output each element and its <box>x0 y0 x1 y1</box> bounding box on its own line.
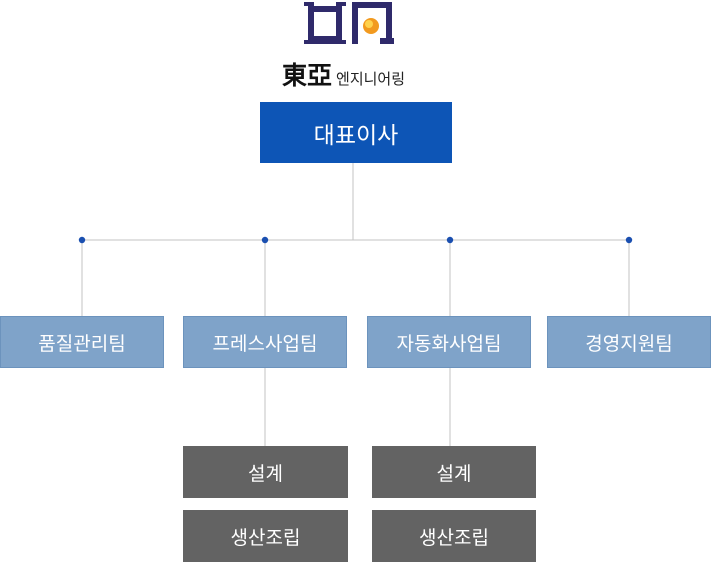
company-name: 東亞 엔지니어링 <box>282 56 442 90</box>
press-sub-box-assembly: 생산조립 <box>183 510 348 562</box>
team-label: 품질관리팀 <box>38 332 126 355</box>
sub-unit-label: 생산조립 <box>230 526 301 549</box>
automation-sub-box-assembly: 생산조립 <box>372 510 536 562</box>
node-dot-4 <box>625 236 633 244</box>
company-logo-mark <box>304 2 394 44</box>
team-label: 경영지원팀 <box>585 332 673 355</box>
team-label: 프레스사업팀 <box>212 332 318 355</box>
team-box-automation: 자동화사업팀 <box>367 316 531 368</box>
team-box-management: 경영지원팀 <box>547 316 711 368</box>
ceo-label: 대표이사 <box>313 122 399 149</box>
sub-unit-label: 생산조립 <box>419 526 489 549</box>
team-label: 자동화사업팀 <box>396 332 502 355</box>
sub-unit-label: 설계 <box>248 462 283 485</box>
automation-sub-box-design: 설계 <box>372 446 536 498</box>
ceo-box: 대표이사 <box>260 102 452 163</box>
team-box-quality: 품질관리팀 <box>0 316 164 368</box>
node-dot-1 <box>78 236 86 244</box>
company-name-hanja: 東亞 <box>282 61 333 90</box>
company-name-subtitle: 엔지니어링 <box>336 70 406 88</box>
node-dot-2 <box>261 236 269 244</box>
sub-unit-label: 설계 <box>436 462 472 485</box>
team-box-press: 프레스사업팀 <box>183 316 347 368</box>
node-dot-3 <box>446 236 454 244</box>
press-sub-box-design: 설계 <box>183 446 348 498</box>
